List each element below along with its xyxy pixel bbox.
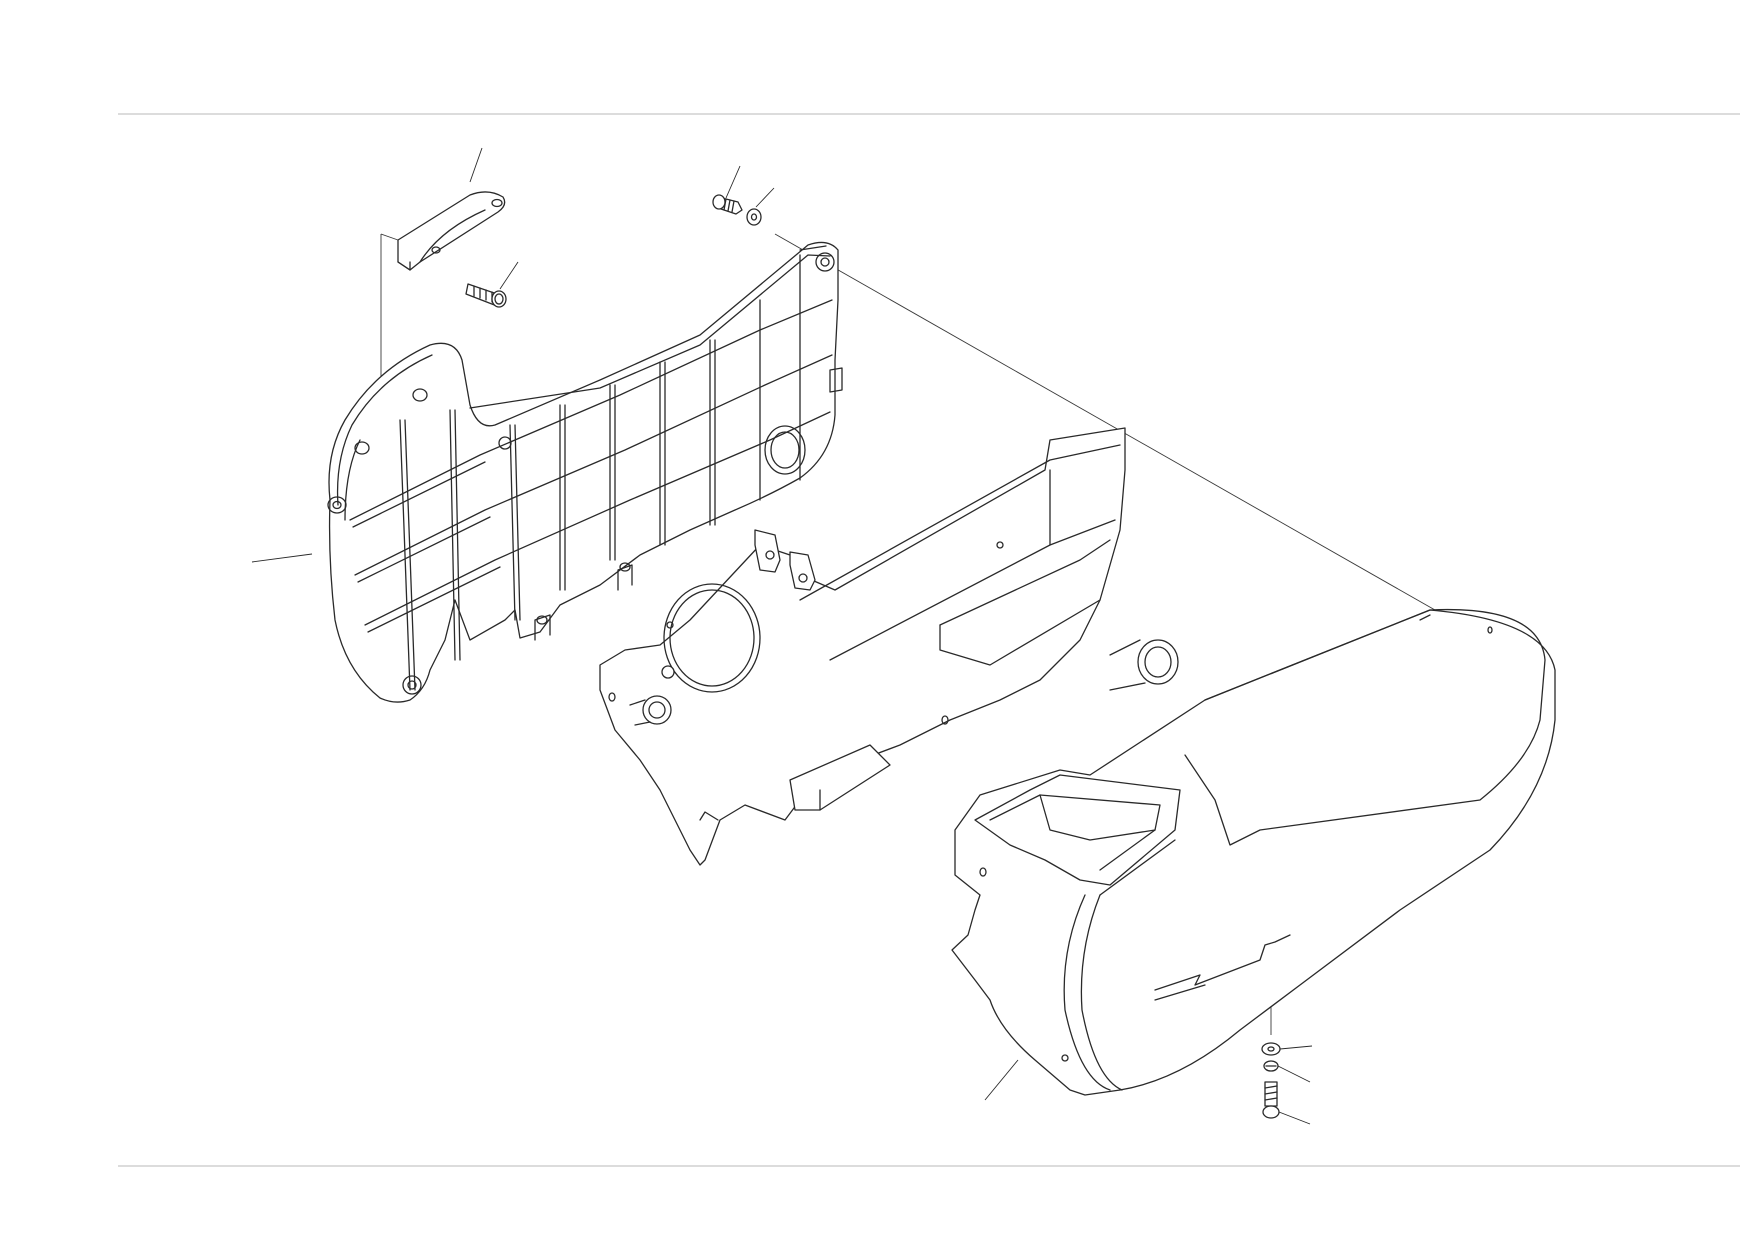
hex-bolt <box>465 283 507 308</box>
flat-washer <box>1261 1042 1281 1056</box>
duct-bracket <box>599 427 1179 866</box>
bracket-clip <box>397 191 506 271</box>
leader-lines <box>251 147 1313 1125</box>
spring-washer <box>1263 1060 1279 1072</box>
screw <box>1262 1081 1280 1119</box>
glovebox-panel <box>327 241 843 703</box>
washer <box>746 208 762 226</box>
bolt <box>712 194 743 215</box>
console-housing <box>951 608 1556 1096</box>
